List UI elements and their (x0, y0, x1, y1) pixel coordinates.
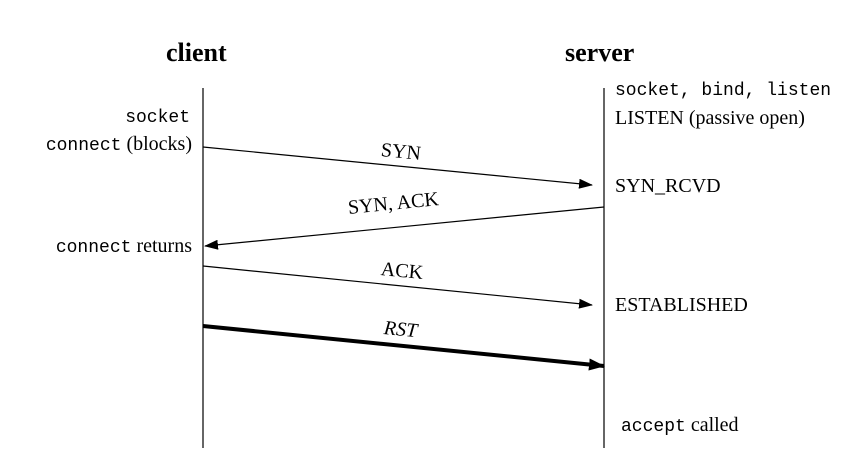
server-accept-suffix: called (685, 414, 739, 436)
rst-arrow (202, 324, 605, 371)
client-connect-returns-label: connect returns (56, 236, 192, 257)
client-socket-fn: socket (125, 108, 190, 128)
server-accept-fn: accept (621, 417, 686, 437)
client-connect-fn: connect (45, 136, 122, 156)
server-accept-label: accept called (621, 415, 739, 436)
client-connect-suffix: (blocks) (121, 133, 192, 155)
server-bind-fn: bind (701, 81, 745, 101)
server-established-state: ESTABLISHED (615, 294, 748, 316)
rst-message-label: RST (382, 317, 419, 343)
server-syn-rcvd-state: SYN_RCVD (615, 175, 721, 197)
server-comma-2: , (744, 81, 767, 101)
syn-ack-arrow (204, 206, 605, 250)
syn-message-label: SYN (379, 139, 422, 165)
server-comma-1: , (679, 81, 702, 101)
server-listen-state: LISTEN (passive open) (615, 107, 805, 129)
client-connect-returns-suffix: returns (131, 235, 192, 257)
client-connect-label: connect (blocks) (46, 134, 192, 155)
server-socket-fn: socket (615, 81, 680, 101)
client-connect-returns-fn: connect (55, 238, 132, 258)
server-header: server (565, 38, 635, 67)
client-socket-label: socket (125, 109, 190, 127)
syn-arrow (202, 146, 593, 189)
ack-message-label: ACK (379, 258, 425, 285)
ack-arrow (202, 265, 593, 309)
server-listen-fn: listen (766, 81, 832, 101)
server-socket-bind-listen-label: socket, bind, listen (615, 82, 831, 100)
client-header: client (166, 38, 227, 67)
